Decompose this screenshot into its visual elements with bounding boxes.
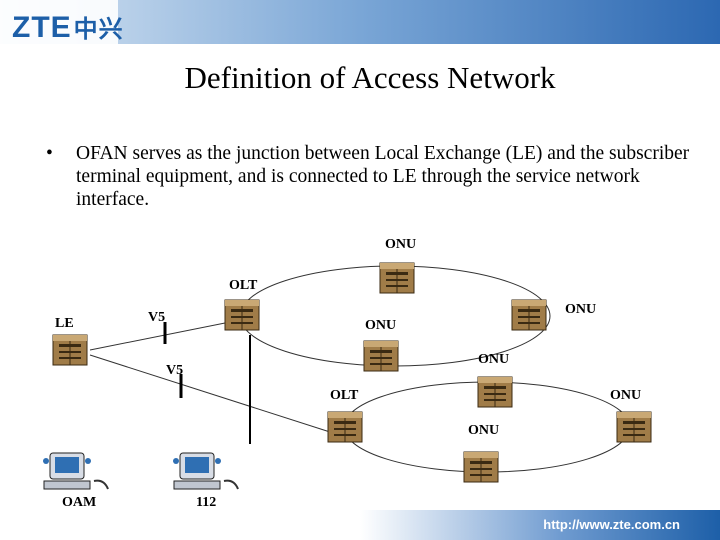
label-le: LE xyxy=(55,316,74,331)
label-onu-lower: ONU xyxy=(468,423,499,438)
onu-mid-equipment-icon xyxy=(477,376,513,408)
link-le-olt-top xyxy=(89,321,231,351)
onu-right-equipment-icon xyxy=(511,299,547,331)
link-le-olt-bottom xyxy=(89,354,331,433)
onu-inner-equipment-icon xyxy=(363,340,399,372)
logo-cn-text: 中兴 xyxy=(73,16,124,43)
label-112: 112 xyxy=(196,495,216,510)
label-olt-bottom: OLT xyxy=(330,388,359,403)
bullet-marker: • xyxy=(46,143,53,164)
onu-lower-equipment-icon xyxy=(463,451,499,483)
le-equipment-icon xyxy=(52,334,88,366)
onu-lower-right-equipment-icon xyxy=(616,411,652,443)
label-onu-top: ONU xyxy=(385,237,416,252)
label-olt-top: OLT xyxy=(229,278,258,293)
onu-top-equipment-icon xyxy=(379,262,415,294)
label-v5-bottom: V5 xyxy=(166,363,183,378)
header-banner xyxy=(0,0,720,50)
page-title: Definition of Access Network xyxy=(184,60,556,95)
zte-logo: ZTE中兴 xyxy=(12,9,124,45)
terminal-112-icon xyxy=(172,452,239,490)
olt-top-equipment-icon xyxy=(224,299,260,331)
footer-banner xyxy=(0,510,720,540)
label-onu-inner: ONU xyxy=(365,318,396,333)
label-onu-mid: ONU xyxy=(478,352,509,367)
olt-bottom-equipment-icon xyxy=(327,411,363,443)
footer-url: http://www.zte.com.cn xyxy=(543,517,680,532)
label-onu-right: ONU xyxy=(565,302,596,317)
bullet-text: OFAN serves as the junction between Loca… xyxy=(76,143,690,210)
label-oam: OAM xyxy=(62,495,96,510)
oam-terminal-icon xyxy=(42,452,109,490)
label-v5-top: V5 xyxy=(148,310,165,325)
logo-text: ZTE xyxy=(12,11,72,44)
label-onu-lower-right: ONU xyxy=(610,388,641,403)
